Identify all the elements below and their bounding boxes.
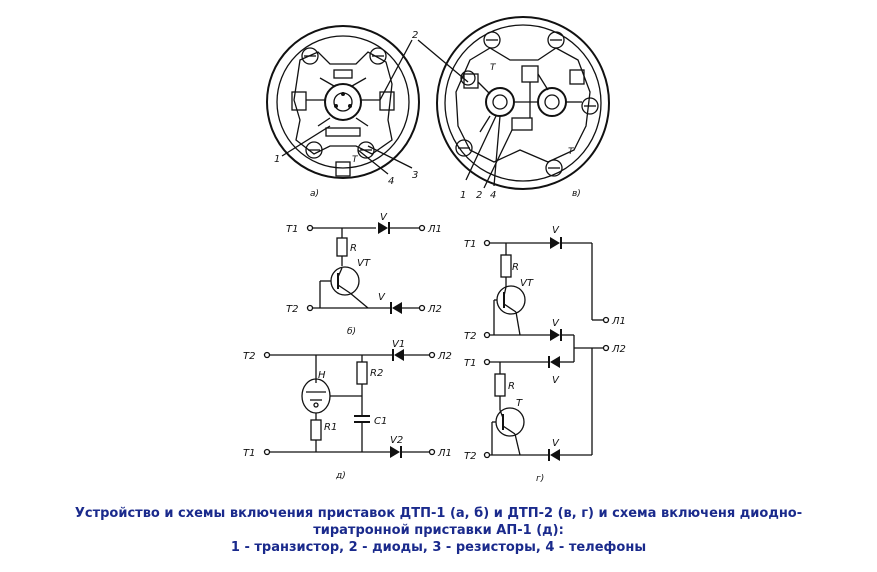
g-label-v4: V [552, 438, 560, 449]
d-label-v2: V2 [390, 435, 403, 446]
caption-line-3: 1 - транзистор, 2 - диоды, 3 - резисторы… [230, 540, 647, 555]
device-a-callout-4: 4 [388, 176, 394, 187]
d-label-h: Н [318, 370, 326, 381]
g-sublabel: г) [536, 474, 544, 484]
schematic-g: Т1 Т2 Т1 Т2 Л1 Л2 R R VT Т V V V V г) [464, 225, 626, 484]
g-label-t1: Т1 [464, 239, 476, 250]
g-label-v3: V [552, 375, 560, 386]
schematic-b: Т1 Л1 Т2 Л2 R VT V V б) [286, 212, 442, 337]
d-label-l1: Л1 [437, 448, 452, 459]
b-label-l1: Л1 [427, 224, 442, 235]
d-label-c1: C1 [374, 416, 387, 427]
technical-figure: 1 2 3 4 Т а) [243, 16, 626, 484]
g-label-l1: Л1 [611, 316, 626, 327]
g-label-r2: R [508, 381, 515, 392]
caption-line-1: Устройство и схемы включения приставок Д… [74, 506, 803, 521]
device-v-mark-t2: Т [490, 63, 497, 73]
device-a-callout-1: 1 [274, 154, 280, 165]
device-a-sublabel: а) [310, 189, 319, 199]
g-label-v2: V [552, 318, 560, 329]
device-v-callout-4: 4 [490, 190, 496, 201]
d-label-t1: Т1 [243, 448, 255, 459]
b-label-vt: VT [357, 258, 371, 269]
g-label-r1: R [512, 262, 519, 273]
b-label-v2: V [378, 292, 386, 303]
b-label-t1: Т1 [286, 224, 298, 235]
b-label-t2: Т2 [286, 304, 298, 315]
device-v-callout-2: 2 [476, 190, 482, 201]
caption-line-2: тиратронной приставки АП-1 (д): [313, 523, 564, 538]
g-label-v1: V [552, 225, 560, 236]
device-a-callout-2: 2 [412, 30, 418, 41]
d-label-v1: V1 [392, 339, 405, 350]
g-label-t2a: Т2 [464, 331, 476, 342]
schematic-d: Т2 Л2 Т1 Л1 V1 V2 R1 R2 C1 Н д) [243, 339, 452, 481]
g-label-t2b: Т2 [464, 451, 476, 462]
device-v-sublabel: в) [572, 189, 581, 199]
d-sublabel: д) [335, 471, 346, 481]
g-label-t1b: Т1 [464, 358, 476, 369]
b-label-r: R [350, 243, 357, 254]
g-label-l2: Л2 [611, 344, 626, 355]
device-v-mark-t: Т [568, 147, 575, 157]
device-a-drawing: 1 2 3 4 Т а) [266, 25, 420, 199]
device-a-callout-3: 3 [412, 170, 418, 181]
b-sublabel: б) [347, 327, 356, 337]
d-label-l2: Л2 [437, 351, 452, 362]
device-a-mark-t: Т [352, 155, 359, 165]
device-v-callout-1: 1 [460, 190, 466, 201]
b-label-v1: V [380, 212, 388, 223]
d-label-t2: Т2 [243, 351, 255, 362]
d-label-r2: R2 [370, 368, 383, 379]
g-label-t: Т [516, 398, 523, 409]
device-v-drawing: 1 2 4 Т Т в) [417, 16, 610, 201]
b-label-l2: Л2 [427, 304, 442, 315]
g-label-vt: VT [520, 278, 534, 289]
d-label-r1: R1 [324, 422, 337, 433]
figure-caption: Устройство и схемы включения приставок Д… [0, 505, 877, 556]
